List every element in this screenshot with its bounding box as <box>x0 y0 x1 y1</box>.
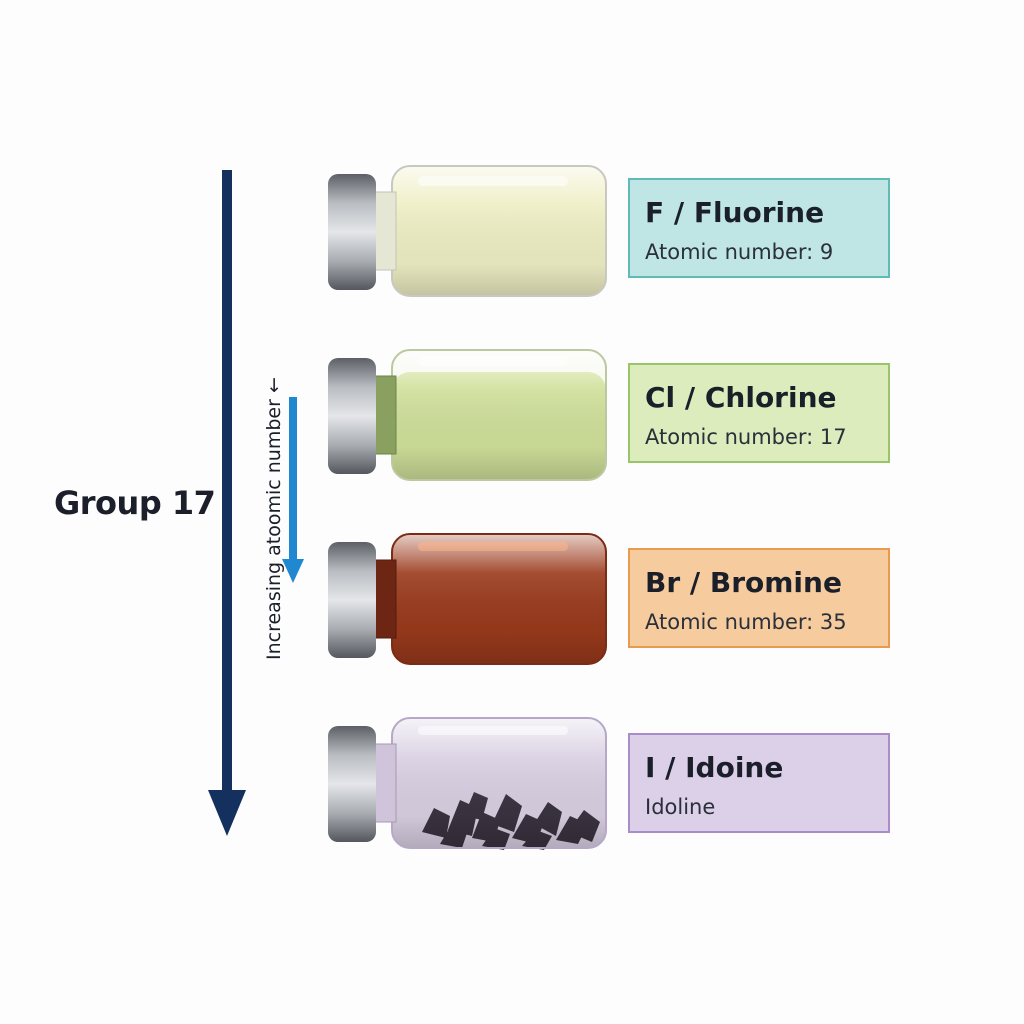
vial-bromine <box>328 533 607 665</box>
group-arrow-shaft <box>222 170 232 794</box>
trend-arrow-shaft <box>289 397 297 563</box>
vial-iodine <box>328 717 607 850</box>
trend-arrow-head <box>282 559 304 583</box>
element-label-bromine: Br / Bromine Atomic number: 35 <box>628 548 890 648</box>
trend-arrow-down-icon <box>282 397 304 583</box>
element-title: F / Fluorine <box>645 196 825 229</box>
element-atomic-number: Atomic number: 17 <box>645 425 847 449</box>
vial-cap-icon <box>328 726 376 842</box>
group-arrow-down-icon <box>208 170 246 836</box>
vial-chlorine <box>328 349 607 481</box>
element-atomic-number: Atomic number: 9 <box>645 240 834 264</box>
element-title: I / Idoine <box>645 751 784 784</box>
element-label-iodine: I / Idoine Idoline <box>628 733 890 833</box>
group-arrow-head <box>208 790 246 836</box>
element-title: Br / Bromine <box>645 566 842 599</box>
element-atomic-number: Atomic number: 35 <box>645 610 847 634</box>
vial-fluorine <box>328 165 607 297</box>
vial-cap-icon <box>328 542 376 658</box>
group-label: Group 17 <box>54 484 216 522</box>
element-label-fluorine: F / Fluorine Atomic number: 9 <box>628 178 890 278</box>
element-subtitle: Idoline <box>645 795 716 819</box>
vial-cap-icon <box>328 174 376 290</box>
element-label-chlorine: Cl / Chlorine Atomic number: 17 <box>628 363 890 463</box>
vial-cap-icon <box>328 358 376 474</box>
element-title: Cl / Chlorine <box>645 381 837 414</box>
